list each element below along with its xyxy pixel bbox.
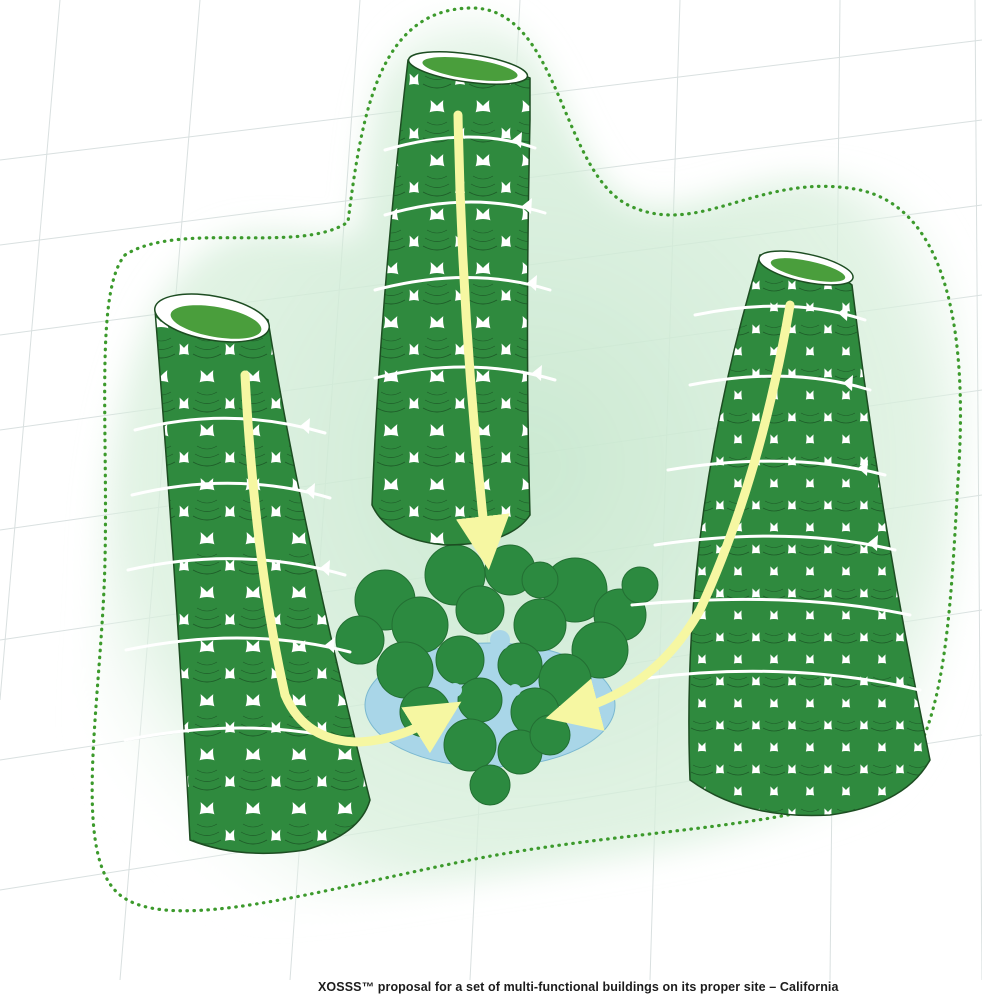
figure-caption: XOSSS™ proposal for a set of multi-funct… bbox=[318, 980, 982, 994]
tower-concept-diagram bbox=[0, 0, 982, 980]
